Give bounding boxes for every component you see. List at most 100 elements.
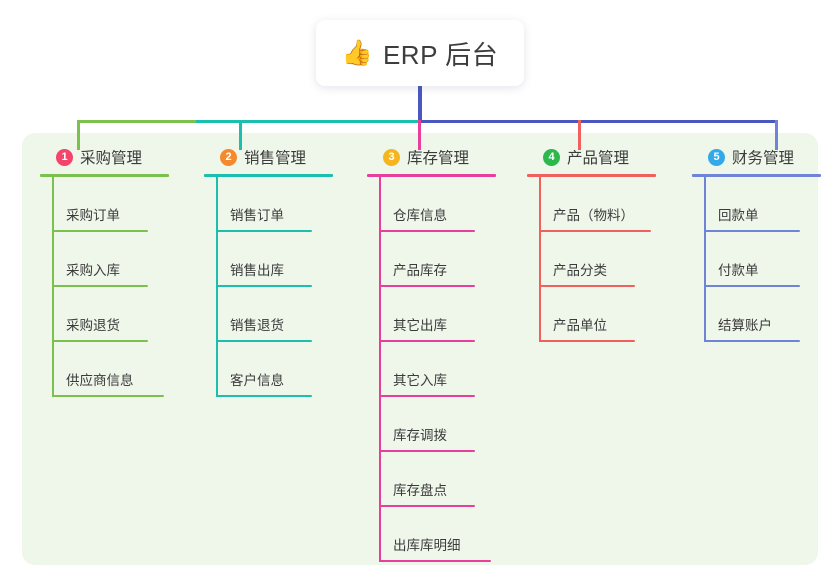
leaf-item[interactable]: 销售订单 <box>216 177 352 232</box>
branch-header-rule <box>204 174 333 177</box>
leaf-item[interactable]: 其它出库 <box>379 287 515 342</box>
leaf-item-rule <box>52 285 148 287</box>
stem-line-column-4 <box>578 120 581 150</box>
leaf-item-label: 采购订单 <box>66 208 120 223</box>
leaf-item-label: 销售订单 <box>230 208 284 223</box>
leaf-item-label: 产品分类 <box>553 263 607 278</box>
branch-number-badge: 1 <box>56 148 73 166</box>
leaf-item[interactable]: 采购退货 <box>52 287 188 342</box>
leaf-item[interactable]: 采购入库 <box>52 232 188 287</box>
stem-line-column-3 <box>418 120 421 150</box>
leaf-item-label: 采购退货 <box>66 318 120 333</box>
leaf-item-rule <box>704 285 800 287</box>
leaf-item-rule <box>704 230 800 232</box>
leaf-item[interactable]: 库存调拨 <box>379 397 515 452</box>
leaf-item-rule <box>216 395 312 397</box>
leaf-item[interactable]: 出库库明细 <box>379 507 515 562</box>
leaf-item-label: 产品库存 <box>393 263 447 278</box>
leaf-item[interactable]: 产品分类 <box>539 232 675 287</box>
leaf-item-rule <box>216 340 312 342</box>
leaf-item[interactable]: 结算账户 <box>704 287 839 342</box>
leaf-item-rule <box>52 395 164 397</box>
bus-line-segment-green <box>77 120 197 123</box>
leaf-item-rule <box>52 230 148 232</box>
leaf-item-rule <box>216 230 312 232</box>
leaf-item[interactable]: 产品库存 <box>379 232 515 287</box>
leaf-item[interactable]: 销售退货 <box>216 287 352 342</box>
leaf-item-label: 其它入库 <box>393 373 447 388</box>
leaf-item[interactable]: 付款单 <box>704 232 839 287</box>
leaf-item-label: 其它出库 <box>393 318 447 333</box>
leaf-item-rule <box>52 340 148 342</box>
root-node-erp-backend[interactable]: 👍 ERP 后台 <box>316 20 524 86</box>
branch-items: 回款单付款单结算账户 <box>704 177 839 342</box>
branch-column-3: 3 库存管理 仓库信息产品库存其它出库其它入库库存调拨库存盘点出库库明细 <box>365 146 515 562</box>
branch-title: 财务管理 <box>732 150 795 167</box>
leaf-item-rule <box>379 450 475 452</box>
leaf-item-label: 采购入库 <box>66 263 120 278</box>
leaf-item-label: 销售出库 <box>230 263 284 278</box>
leaf-item-label: 结算账户 <box>718 318 772 333</box>
branch-header[interactable]: 2 销售管理 <box>202 146 352 168</box>
leaf-item[interactable]: 客户信息 <box>216 342 352 397</box>
leaf-item-rule <box>379 505 475 507</box>
branch-header[interactable]: 5 财务管理 <box>690 146 839 168</box>
leaf-item-label: 供应商信息 <box>66 373 134 388</box>
diagram-panel <box>22 133 818 565</box>
leaf-item[interactable]: 产品单位 <box>539 287 675 342</box>
branch-number-badge: 3 <box>383 148 400 166</box>
leaf-item-label: 产品（物料） <box>553 208 634 223</box>
leaf-item[interactable]: 库存盘点 <box>379 452 515 507</box>
branch-spine <box>704 177 706 342</box>
branch-header[interactable]: 4 产品管理 <box>525 146 675 168</box>
leaf-item-label: 付款单 <box>718 263 759 278</box>
branch-title: 销售管理 <box>244 150 307 167</box>
branch-header[interactable]: 3 库存管理 <box>365 146 515 168</box>
thumbs-up-icon: 👍 <box>341 38 373 67</box>
branch-number-badge: 2 <box>220 148 237 166</box>
leaf-item-rule <box>539 340 635 342</box>
branch-column-1: 1 采购管理 采购订单采购入库采购退货供应商信息 <box>38 146 188 397</box>
trunk-line-vertical <box>418 86 422 123</box>
leaf-item[interactable]: 销售出库 <box>216 232 352 287</box>
branch-column-5: 5 财务管理 回款单付款单结算账户 <box>690 146 839 342</box>
branch-spine <box>379 177 381 562</box>
leaf-item[interactable]: 供应商信息 <box>52 342 188 397</box>
branch-spine <box>216 177 218 397</box>
leaf-item-label: 库存调拨 <box>393 428 447 443</box>
leaf-item-label: 产品单位 <box>553 318 607 333</box>
branch-header[interactable]: 1 采购管理 <box>38 146 188 168</box>
branch-header-rule <box>527 174 656 177</box>
leaf-item-rule <box>379 340 475 342</box>
branch-number-badge: 4 <box>543 148 560 166</box>
leaf-item[interactable]: 回款单 <box>704 177 839 232</box>
branch-header-rule <box>692 174 821 177</box>
stem-line-column-1 <box>77 120 80 150</box>
bus-line-segment-teal <box>196 120 421 123</box>
leaf-item-rule <box>379 230 475 232</box>
leaf-item[interactable]: 采购订单 <box>52 177 188 232</box>
branch-number-badge: 5 <box>708 148 725 166</box>
leaf-item[interactable]: 仓库信息 <box>379 177 515 232</box>
branch-column-2: 2 销售管理 销售订单销售出库销售退货客户信息 <box>202 146 352 397</box>
branch-header-rule <box>367 174 496 177</box>
stem-line-column-2 <box>239 120 242 150</box>
stem-line-column-5 <box>775 120 778 150</box>
leaf-item[interactable]: 产品（物料） <box>539 177 675 232</box>
leaf-item-rule <box>539 285 635 287</box>
branch-items: 产品（物料） 产品分类产品单位 <box>539 177 675 342</box>
branch-items: 仓库信息产品库存其它出库其它入库库存调拨库存盘点出库库明细 <box>379 177 515 562</box>
leaf-item[interactable]: 其它入库 <box>379 342 515 397</box>
leaf-item-rule <box>216 285 312 287</box>
leaf-item-label: 库存盘点 <box>393 483 447 498</box>
branch-column-4: 4 产品管理 产品（物料） 产品分类产品单位 <box>525 146 675 342</box>
leaf-item-label: 回款单 <box>718 208 759 223</box>
leaf-item-rule <box>379 560 491 562</box>
branch-items: 采购订单采购入库采购退货供应商信息 <box>52 177 188 397</box>
leaf-item-rule <box>379 395 475 397</box>
bus-line-segment-indigo <box>418 120 778 123</box>
leaf-item-label: 客户信息 <box>230 373 284 388</box>
leaf-item-label: 出库库明细 <box>393 538 461 553</box>
branch-title: 库存管理 <box>407 150 470 167</box>
branch-title: 产品管理 <box>567 150 630 167</box>
